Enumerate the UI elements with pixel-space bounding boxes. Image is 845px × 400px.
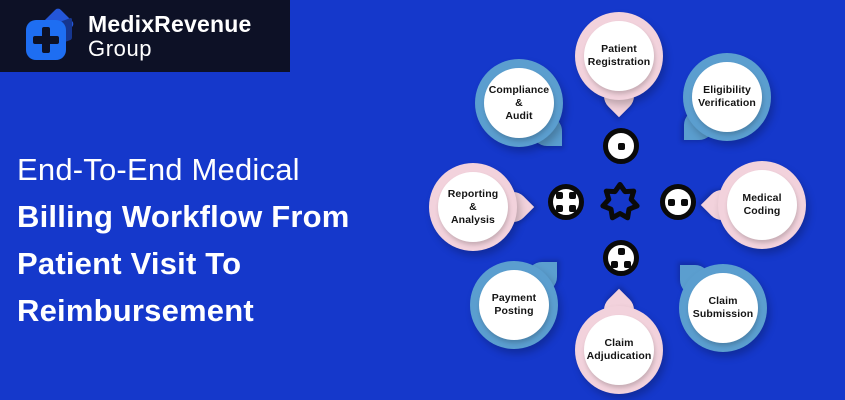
- bubble-label: Claim Adjudication: [584, 315, 654, 385]
- medical-cross-cube-icon: [24, 7, 76, 62]
- logo: MedixRevenue Group: [0, 0, 290, 72]
- one-dot-icon: [603, 128, 639, 164]
- headline-line-2: Billing Workflow From: [17, 199, 350, 234]
- node-compliance-audit: Compliance & Audit: [475, 59, 563, 147]
- bubble-label: Eligibility Verification: [692, 62, 762, 132]
- medical-plus-icon: [26, 20, 66, 60]
- bubble-label: Patient Registration: [584, 21, 654, 91]
- node-claim-submission: Claim Submission: [679, 264, 767, 352]
- headline-line-3: Patient Visit To: [17, 246, 242, 281]
- bubble-label: Claim Submission: [688, 273, 758, 343]
- headline: End-To-End Medical Billing Workflow From…: [17, 146, 417, 334]
- three-dots-icon: [603, 240, 639, 276]
- two-dots-icon: [660, 184, 696, 220]
- headline-line-1: End-To-End Medical: [17, 152, 300, 187]
- node-patient-registration: Patient Registration: [575, 12, 663, 118]
- logo-subname: Group: [88, 35, 153, 61]
- bubble-label: Medical Coding: [727, 170, 797, 240]
- node-claim-adjudication: Claim Adjudication: [575, 288, 663, 394]
- node-payment-posting: Payment Posting: [470, 261, 558, 349]
- bubble-label: Compliance & Audit: [484, 68, 554, 138]
- node-reporting-analysis: Reporting & Analysis: [429, 163, 535, 251]
- bubble-label: Payment Posting: [479, 270, 549, 340]
- node-eligibility-verification: Eligibility Verification: [683, 53, 771, 141]
- gear-icon: [600, 182, 640, 221]
- logo-text: MedixRevenue Group: [88, 12, 251, 59]
- bubble-label: Reporting & Analysis: [438, 172, 508, 242]
- headline-line-4: Reimbursement: [17, 293, 254, 328]
- node-medical-coding: Medical Coding: [700, 161, 806, 249]
- logo-name: MedixRevenue: [88, 11, 252, 38]
- four-dots-icon: [548, 184, 584, 220]
